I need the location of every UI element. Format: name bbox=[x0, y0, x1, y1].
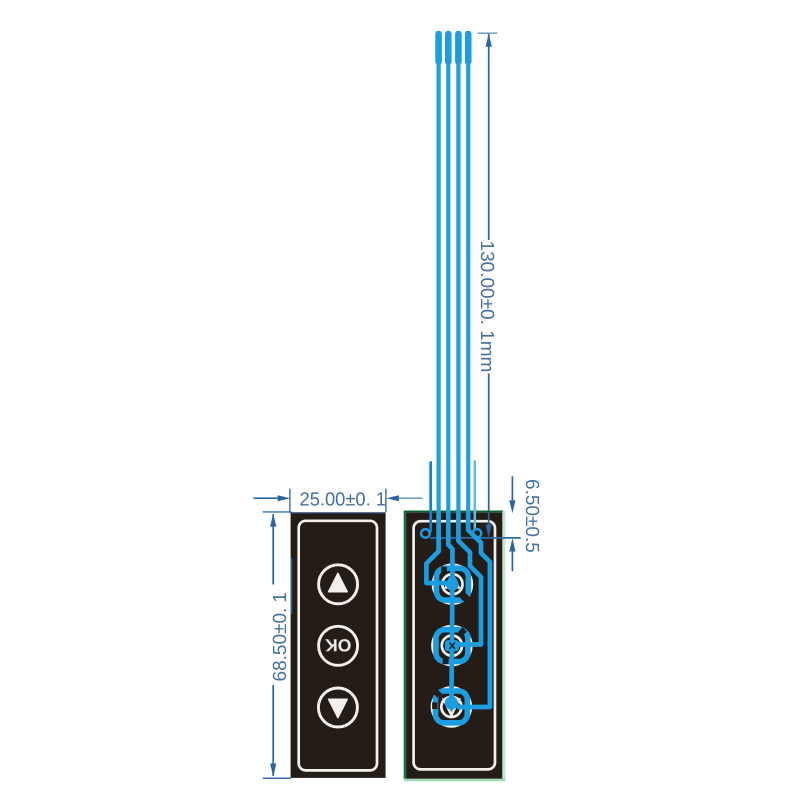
svg-text:68.50±0.: 68.50±0. bbox=[270, 608, 291, 682]
svg-text:25.00±0. 1: 25.00±0. 1 bbox=[300, 490, 387, 511]
svg-text:OK: OK bbox=[325, 635, 352, 655]
svg-text:1: 1 bbox=[270, 592, 291, 603]
svg-text:130.00±0. 1mm: 130.00±0. 1mm bbox=[476, 241, 497, 373]
svg-text:6.50±0.5: 6.50±0.5 bbox=[521, 479, 542, 553]
